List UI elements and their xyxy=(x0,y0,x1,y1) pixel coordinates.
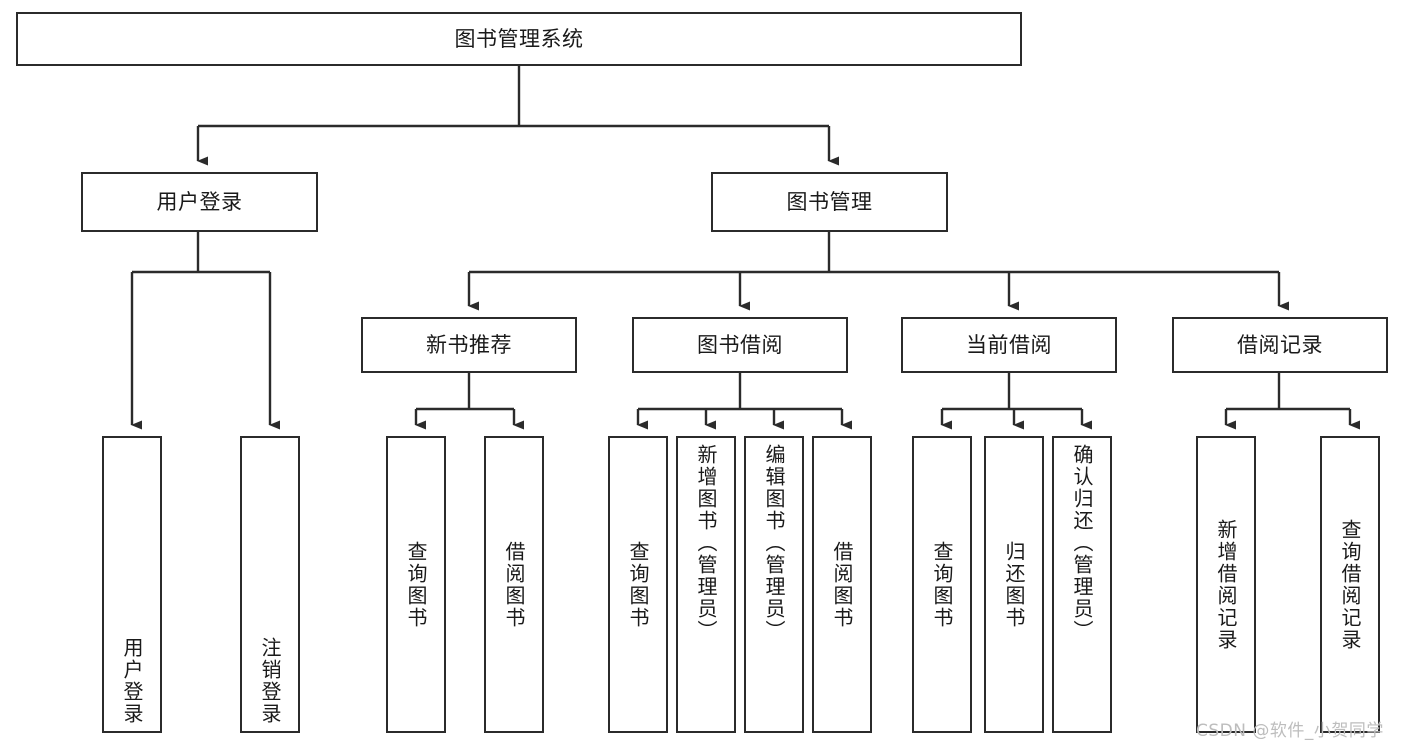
leaf-new-book-query-books[interactable]: 查询图书 xyxy=(386,436,446,733)
leaf-borrow-record-add-record[interactable]: 新增借阅记录 xyxy=(1196,436,1256,733)
leaf-current-borrow-return-books[interactable]: 归还图书 xyxy=(984,436,1044,733)
node-book-borrow[interactable]: 图书借阅 xyxy=(632,317,848,373)
leaf-current-borrow-query-books[interactable]: 查询图书 xyxy=(912,436,972,733)
leaf-user-login-signin[interactable]: 用户登录 xyxy=(102,436,162,733)
leaf-book-borrow-query-books[interactable]: 查询图书 xyxy=(608,436,668,733)
leaf-book-borrow-borrow-books[interactable]: 借阅图书 xyxy=(812,436,872,733)
node-borrow-record[interactable]: 借阅记录 xyxy=(1172,317,1388,373)
node-book-management[interactable]: 图书管理 xyxy=(711,172,948,232)
node-root-book-management-system[interactable]: 图书管理系统 xyxy=(16,12,1022,66)
leaf-new-book-borrow-books[interactable]: 借阅图书 xyxy=(484,436,544,733)
node-current-borrow[interactable]: 当前借阅 xyxy=(901,317,1117,373)
leaf-borrow-record-query-record[interactable]: 查询借阅记录 xyxy=(1320,436,1380,733)
node-new-book-recommend[interactable]: 新书推荐 xyxy=(361,317,577,373)
leaf-current-borrow-confirm-return-admin[interactable]: 确认归还（管理员） xyxy=(1052,436,1112,733)
leaf-book-borrow-add-book-admin[interactable]: 新增图书（管理员） xyxy=(676,436,736,733)
leaf-user-login-signout[interactable]: 注销登录 xyxy=(240,436,300,733)
leaf-book-borrow-edit-book-admin[interactable]: 编辑图书（管理员） xyxy=(744,436,804,733)
node-user-login[interactable]: 用户登录 xyxy=(81,172,318,232)
